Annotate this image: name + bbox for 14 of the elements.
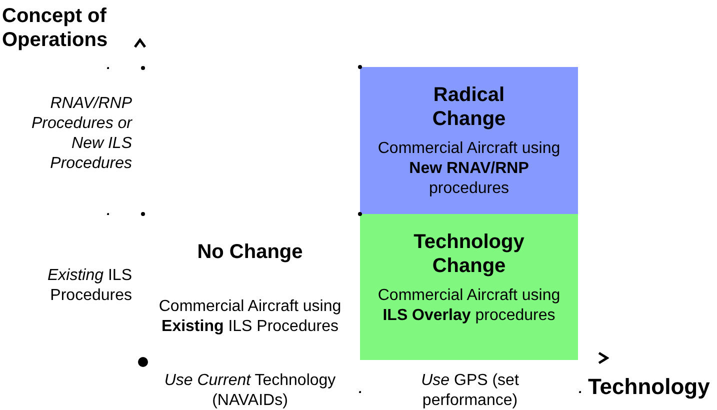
axis-category-label: Use Current Technology (NAVAIDs): [163, 371, 337, 410]
quadrant-box: [360, 214, 578, 360]
axis-title: Concept of Operations: [2, 4, 109, 52]
axis-category-label: Existing ILS Procedures: [46, 266, 132, 306]
quadrant-description: Commercial Aircraft using New RNAV/RNP procedures: [376, 139, 562, 199]
axis-category-label: Use GPS (set performance): [420, 371, 520, 410]
axis-title: Technology: [588, 374, 711, 400]
quadrant-description: Commercial Aircraft using Existing ILS Procedures: [158, 297, 342, 337]
quadrant-heading: Radical Change: [431, 83, 507, 131]
quadrant-heading: No Change: [196, 240, 304, 264]
quadrant-description: Commercial Aircraft using ILS Overlay procedures: [376, 286, 562, 326]
quadrant-box: [360, 67, 578, 214]
quadrant-heading: Technology Change: [412, 230, 526, 278]
axis-category-label: RNAV/RNP Procedures or New ILS Procedures: [30, 94, 132, 174]
